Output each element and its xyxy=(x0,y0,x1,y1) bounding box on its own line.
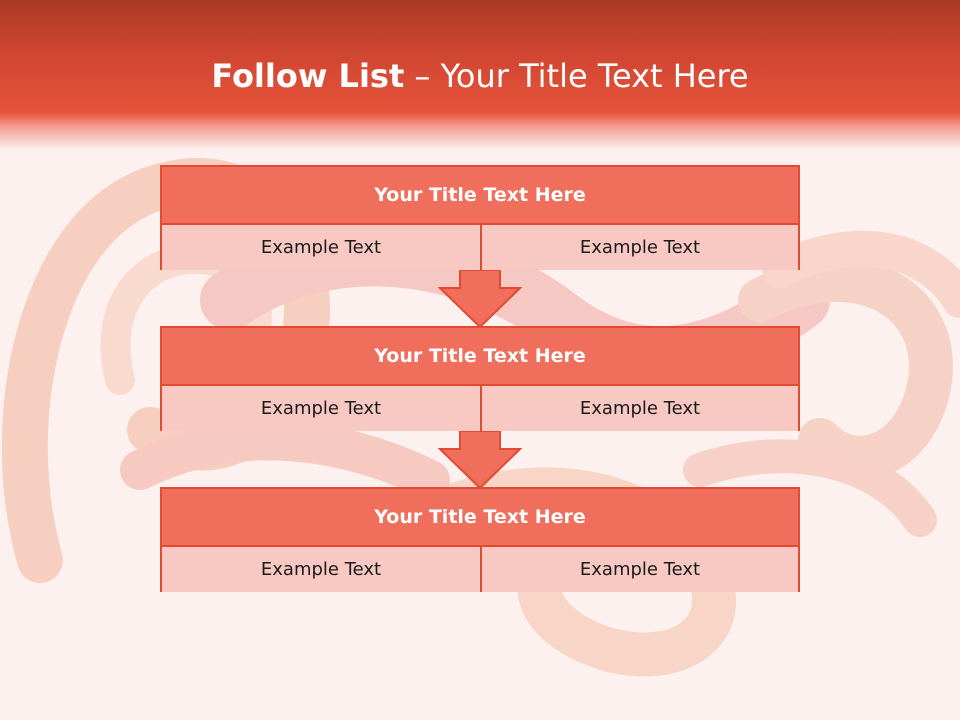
block-title: Your Title Text Here xyxy=(162,328,798,386)
block-cell-left: Example Text xyxy=(162,225,482,270)
block-cell-right: Example Text xyxy=(482,547,798,592)
bacon-strip-lower xyxy=(120,420,450,500)
down-arrow-icon xyxy=(438,431,522,489)
block-cell-left: Example Text xyxy=(162,386,482,431)
bacon-strip-lower-right xyxy=(683,439,937,537)
block-cell-right: Example Text xyxy=(482,386,798,431)
slide-title-strong: Follow List xyxy=(211,57,405,95)
block-cell-left: Example Text xyxy=(162,547,482,592)
slide-title: Follow List – Your Title Text Here xyxy=(0,52,960,100)
slide-title-rest: – Your Title Text Here xyxy=(404,57,749,95)
bacon-strip-right xyxy=(762,230,960,318)
title-bar xyxy=(0,0,960,150)
list-block-1: Your Title Text Here Example Text Exampl… xyxy=(160,165,800,270)
block-title: Your Title Text Here xyxy=(162,167,798,225)
down-arrow-icon xyxy=(438,270,522,328)
list-block-3: Your Title Text Here Example Text Exampl… xyxy=(160,487,800,592)
block-title: Your Title Text Here xyxy=(162,489,798,547)
list-block-2: Your Title Text Here Example Text Exampl… xyxy=(160,326,800,431)
block-cell-right: Example Text xyxy=(482,225,798,270)
